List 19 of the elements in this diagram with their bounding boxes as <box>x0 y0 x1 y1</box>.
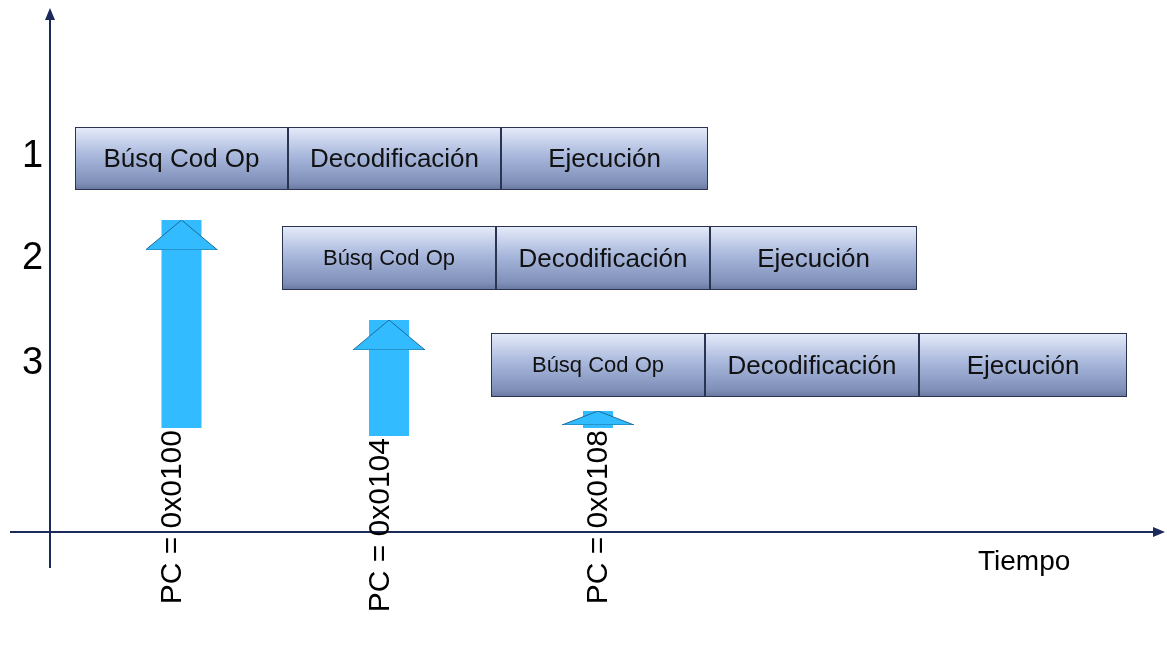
stage-box: Decodificación <box>288 127 501 190</box>
program-counter-label: PC = 0x0108 <box>580 430 614 605</box>
stage-box: Búsq Cod Op <box>491 333 705 397</box>
row-number: 3 <box>22 340 44 383</box>
block-arrow <box>561 410 635 428</box>
row-number: 1 <box>22 133 44 176</box>
block-arrow <box>352 319 426 436</box>
stage-box: Ejecución <box>501 127 708 190</box>
block-arrow <box>145 219 218 428</box>
program-counter-label: PC = 0x0104 <box>362 438 396 613</box>
stage-box: Decodificación <box>496 226 710 290</box>
stage-box: Ejecución <box>919 333 1127 397</box>
stage-box: Decodificación <box>705 333 919 397</box>
stage-box: Ejecución <box>710 226 917 290</box>
row-number: 2 <box>22 235 44 278</box>
axis-title: Tiempo <box>978 545 1071 577</box>
program-counter-label: PC = 0x0100 <box>154 430 188 605</box>
stage-box: Búsq Cod Op <box>75 127 288 190</box>
stage-box: Búsq Cod Op <box>282 226 496 290</box>
